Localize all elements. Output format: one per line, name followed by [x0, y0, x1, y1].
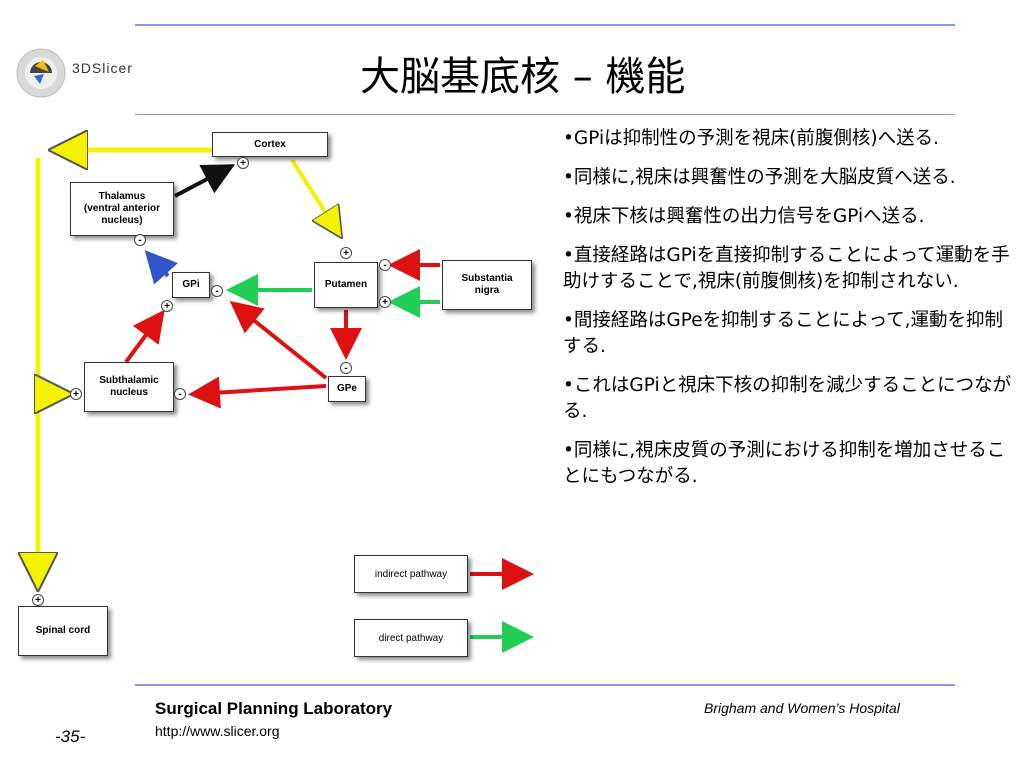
lab-url-link[interactable]: http://www.slicer.org	[155, 723, 280, 739]
sign-gpe-in: -	[340, 362, 352, 374]
sign-spinal-in: +	[32, 594, 44, 606]
bullet-item: •GPiは抑制性の予測を視床(前腹側核)へ送る.	[563, 128, 939, 149]
arrow-gpi-thalamus	[144, 250, 178, 285]
sign-putamen-sn-green: +	[379, 296, 391, 308]
node-thalamus: Thalamus (ventral anterior nucleus)	[70, 182, 174, 236]
title-rule	[135, 114, 955, 115]
bullet-item: •直接経路はGPiを直接抑制することによって運動を手助けすることで,視床(前腹側…	[563, 245, 1010, 292]
arrow-stn-gpi	[124, 309, 165, 364]
node-putamen: Putamen	[314, 262, 378, 308]
sign-thalamus-out: -	[134, 234, 146, 246]
sign-putamen-sn-red: -	[379, 259, 391, 271]
arrow-gpe-stn	[188, 376, 327, 409]
arrow-thalamus-cortex	[174, 164, 236, 198]
footer-rule	[135, 684, 955, 686]
slicer-logo-icon	[16, 48, 66, 98]
arrow-gpe-gpi	[229, 301, 328, 380]
bullet-item: •視床下核は興奮性の出力信号をGPiへ送る.	[563, 206, 925, 227]
sign-putamen-top: +	[340, 247, 352, 259]
node-gpi: GPi	[172, 272, 210, 298]
sign-gpi-in-minus: -	[211, 285, 223, 297]
hospital-name: Brigham and Women’s Hospital	[704, 700, 900, 716]
page-number: -35-	[55, 727, 86, 746]
basal-ganglia-diagram: Cortex Thalamus (ventral anterior nucleu…	[0, 120, 560, 680]
node-subthalamic: Subthalamic nucleus	[84, 362, 174, 412]
node-gpe: GPe	[328, 376, 366, 402]
bullet-item: •同様に,視床は興奮性の予測を大脳皮質へ送る.	[563, 167, 956, 188]
legend-indirect: indirect pathway	[354, 555, 468, 593]
header-rule	[135, 24, 955, 26]
diagram-arrows	[0, 120, 534, 653]
slide-title: 大脳基底核 – 機能	[360, 54, 686, 100]
sign-stn-in-plus: +	[70, 388, 82, 400]
lab-name: Surgical Planning Laboratory	[155, 699, 393, 718]
node-cortex: Cortex	[212, 132, 328, 157]
sign-stn-in-minus: -	[174, 388, 186, 400]
bullet-list: •GPiは抑制性の予測を視床(前腹側核)へ送る. •同様に,視床は興奮性の予測を…	[563, 126, 1013, 503]
logo-text: 3DSlicer	[72, 60, 133, 76]
bullet-item: •これはGPiと視床下核の抑制を減少することにつながる.	[563, 375, 1012, 422]
node-substantia-nigra: Substantia nigra	[442, 260, 532, 310]
bullet-item: •間接経路はGPeを抑制することによって,運動を抑制する.	[563, 310, 1004, 357]
arrow-cortex-putamen	[290, 158, 338, 232]
node-spinal-cord: Spinal cord	[18, 606, 108, 656]
sign-gpi-in-plus: +	[161, 300, 173, 312]
legend-direct: direct pathway	[354, 619, 468, 657]
sign-cortex-in: +	[237, 157, 249, 169]
bullet-item: •同様に,視床皮質の予測における抑制を増加させることにもつながる.	[563, 440, 1006, 487]
